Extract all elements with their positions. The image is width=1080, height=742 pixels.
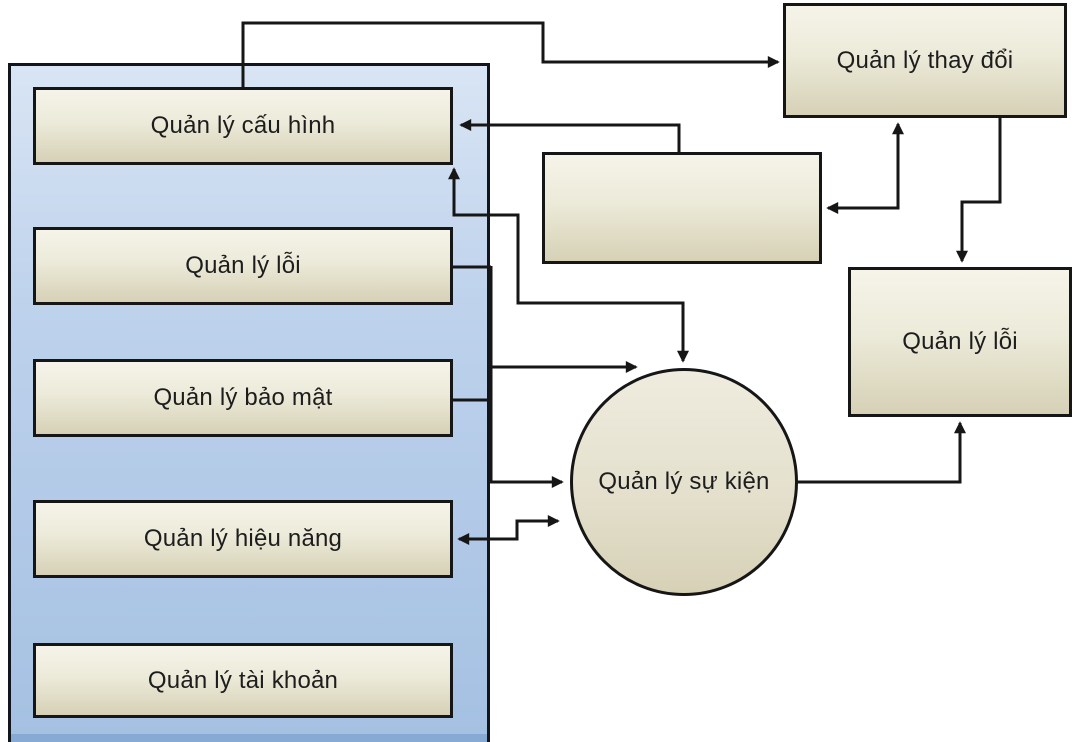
panel-bottom-band xyxy=(11,734,487,742)
edge-config-to-change xyxy=(241,21,780,90)
node-performance-management: Quản lý hiệu năng xyxy=(33,500,453,578)
node-label: Quản lý lỗi xyxy=(902,328,1018,355)
node-label: Quản lý hiệu năng xyxy=(143,525,343,552)
node-change-management: Quản lý thay đổi xyxy=(783,3,1067,118)
node-security-management: Quản lý bảo mật xyxy=(33,359,453,437)
edge-blank-change xyxy=(826,122,904,214)
node-label: Quản lý sự kiện xyxy=(598,468,770,495)
edge-config-event xyxy=(448,167,689,363)
node-blank-box xyxy=(542,152,822,264)
edge-change-to-error-right xyxy=(956,118,1002,263)
node-event-management: Quản lý sự kiện xyxy=(570,368,798,596)
node-error-management-right: Quản lý lỗi xyxy=(848,267,1072,417)
node-label: Quản lý tài khoản xyxy=(147,666,339,694)
edge-blank-to-config xyxy=(459,119,681,153)
node-error-management-left: Quản lý lỗi xyxy=(33,227,453,305)
node-label: Quản lý bảo mật xyxy=(153,384,333,411)
edge-event-to-error-right xyxy=(797,421,966,484)
node-label: Quản lý thay đổi xyxy=(836,46,1014,74)
node-label: Quản lý cấu hình xyxy=(150,112,336,139)
node-config-management: Quản lý cấu hình xyxy=(33,87,453,165)
edge-performance-event xyxy=(457,515,560,545)
node-account-management: Quản lý tài khoản xyxy=(33,643,453,718)
node-label: Quản lý lỗi xyxy=(185,252,301,279)
